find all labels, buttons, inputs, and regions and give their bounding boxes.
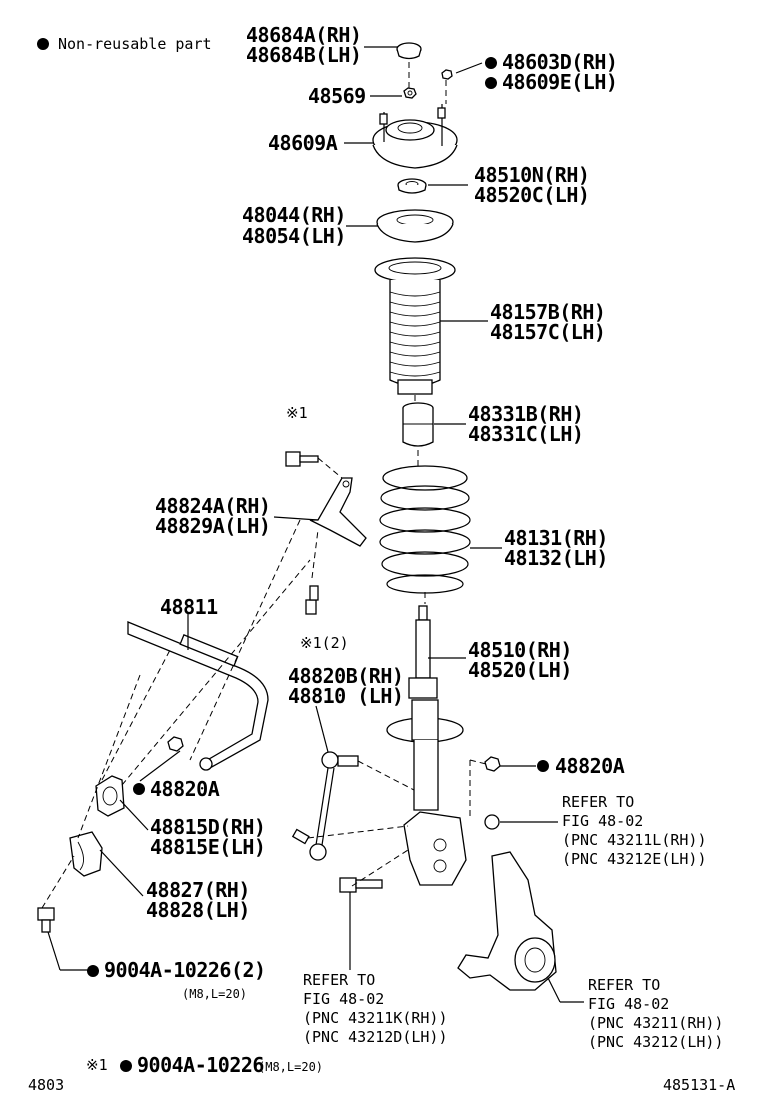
bracket-drawing [309,477,367,547]
label-48044: 48044(RH) [242,203,346,227]
label-48609a: 48609A [268,131,338,155]
label-48815e: 48815E(LH) [150,835,265,859]
label-48609e: 48609E(LH) [502,70,617,94]
page-code-left: 4803 [28,1076,64,1094]
refer-right-line-2: FIG 48-02 [562,812,643,830]
bullet-icon [87,965,99,977]
bolt-9004a-drawing [37,907,55,933]
bullet-icon [133,783,145,795]
stabilizer-bar-drawing [127,621,269,771]
bolt-mid-drawing [305,585,319,615]
shock-absorber-drawing [386,605,467,886]
label-48331b: 48331B(RH) [468,402,583,426]
label-48684b: 48684B(LH) [246,43,361,67]
label-48569: 48569 [308,84,366,108]
label-48520: 48520(LH) [468,658,572,682]
legend-text: Non-reusable part [58,35,212,53]
nut-48603d-drawing [441,69,453,80]
refer-right-line-3: (PNC 43211L(RH)) [562,831,707,849]
bullet-icon [537,760,549,772]
coil-spring-drawing [379,465,471,594]
refer-br-line-3: (PNC 43211(RH)) [588,1014,723,1032]
steering-knuckle-drawing [457,851,557,991]
bumper-drawing [402,402,434,447]
label-48510: 48510(RH) [468,638,572,662]
dust-boot-drawing [374,257,456,395]
label-48810: 48810 (LH) [288,684,403,708]
nut-refer-drawing [484,814,500,830]
label-48820a-left: 48820A [150,777,220,801]
mark-1-top: ※1 [286,404,308,422]
refer-bl-line-3: (PNC 43211K(RH)) [303,1009,448,1027]
label-bolt-9004a: 9004A-10226(2) [104,958,266,982]
bush-bracket-drawing [69,831,103,877]
label-48820b: 48820B(RH) [288,664,403,688]
bolt-top-drawing [285,451,319,467]
label-48131: 48131(RH) [504,526,608,550]
refer-bl-line-2: FIG 48-02 [303,990,384,1008]
label-48157c: 48157C(LH) [490,320,605,344]
refer-bl-line-1: REFER TO [303,971,375,989]
refer-br-line-1: REFER TO [588,976,660,994]
bullet-icon [37,38,49,50]
label-48331c: 48331C(LH) [468,422,583,446]
label-48829a: 48829A(LH) [155,514,270,538]
label-48824a: 48824A(RH) [155,494,270,518]
label-48827: 48827(RH) [146,878,250,902]
spring-seat-drawing [376,209,454,243]
bushing-drawing [95,775,125,817]
bearing-drawing [397,178,427,194]
strut-mount-drawing [372,104,458,169]
label-48132: 48132(LH) [504,546,608,570]
label-48815d: 48815D(RH) [150,815,265,839]
label-48603d: 48603D(RH) [502,50,617,74]
dust-cap-drawing [396,42,422,60]
label-48828: 48828(LH) [146,898,250,922]
footnote-part: 9004A-10226 [137,1053,264,1077]
refer-bl-line-4: (PNC 43212D(LH)) [303,1028,448,1046]
footnote-mark: ※1 [86,1056,108,1074]
label-48510n: 48510N(RH) [474,163,589,187]
page-code-right: 485131-A [663,1076,735,1094]
refer-right-line-1: REFER TO [562,793,634,811]
nut-48820a-left-drawing [167,736,184,752]
leader-lines [41,46,584,1003]
stabilizer-link-drawing [291,751,359,861]
refer-br-line-2: FIG 48-02 [588,995,669,1013]
label-48811: 48811 [160,595,218,619]
label-bolt-spec: (M8,L=20) [182,987,247,1001]
bullet-icon [120,1060,132,1072]
bullet-icon [485,77,497,89]
label-48820a-right: 48820A [555,754,625,778]
footnote-spec: (M8,L=20) [258,1060,323,1074]
bullet-icon [485,57,497,69]
refer-right-line-4: (PNC 43212E(LH)) [562,850,707,868]
refer-br-line-4: (PNC 43212(LH)) [588,1033,723,1051]
nut-48820a-right-drawing [484,756,501,772]
label-48520c: 48520C(LH) [474,183,589,207]
nut-48569-drawing [403,87,417,99]
label-48054: 48054(LH) [242,224,346,248]
label-48157b: 48157B(RH) [490,300,605,324]
mark-1-mid: ※1(2) [300,634,349,652]
label-48684a: 48684A(RH) [246,23,361,47]
